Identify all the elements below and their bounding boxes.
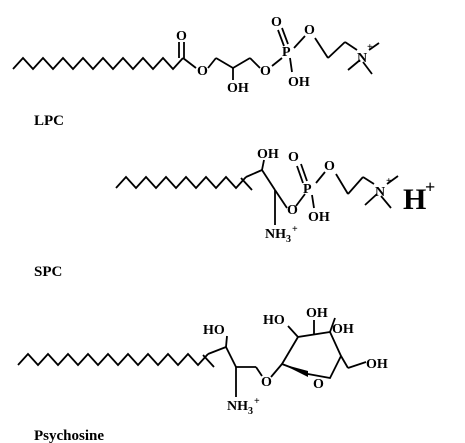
psychosine-ring-hydroxyl-1: HO [263, 313, 285, 328]
spc-phosphate-oxygen: O [287, 203, 298, 218]
psychosine-label: Psychosine [34, 428, 104, 443]
lpc-phosphoryl-oxygen: O [271, 15, 282, 30]
lpc-choline-bond-1 [314, 37, 329, 59]
proton-charge: + [425, 177, 435, 197]
spc-trans-double-bond [240, 177, 253, 191]
psychosine-ring-hydroxyl-3: OH [332, 322, 354, 337]
lpc-nitrogen-charge: + [367, 42, 373, 53]
lpc-glycerol-bond-2 [232, 57, 251, 69]
lpc-methyl-1 [368, 42, 380, 51]
lpc-methyl-3 [347, 59, 361, 71]
spc-choline-bond-2 [347, 176, 364, 195]
lpc-phosphate-oxygen: O [260, 64, 271, 79]
lpc-ester-oxygen: O [197, 64, 208, 79]
spc-p-o-double-a [296, 165, 304, 184]
lpc-structure: O O OH O P O O OH N + LPC [12, 15, 380, 129]
spc-structure: OH O P O O OH NH 3 + N + SPC [34, 147, 399, 280]
psychosine-glycosidic-oxygen: O [261, 375, 272, 390]
spc-p-oh-bond [311, 194, 315, 209]
spc-methyl-3 [364, 193, 378, 206]
psychosine-sphingoid-chain [17, 352, 209, 367]
proton: H + [403, 177, 435, 216]
spc-nitrogen-charge: + [386, 176, 392, 187]
lpc-o-p-bond [271, 57, 283, 67]
psychosine-galactose-ring [280, 331, 342, 380]
psychosine-ring-oxygen: O [313, 377, 324, 392]
lpc-label: LPC [34, 113, 64, 129]
psychosine-ch2oh-bond-1 [340, 355, 349, 369]
lpc-phosphorus: P [282, 45, 291, 60]
lpc-glycerol-bond-1 [215, 57, 234, 69]
lpc-p-oh-bond [289, 57, 293, 73]
psychosine-ring-wedge [282, 364, 308, 377]
psychosine-hydroxyl: HO [203, 323, 225, 338]
psychosine-ammonium-charge: + [254, 396, 260, 407]
lpc-choline-bond-3 [344, 41, 358, 51]
psychosine-primary-hydroxyl: OH [366, 357, 388, 372]
psychosine-ammonium: NH [227, 399, 248, 414]
spc-methyl-2 [380, 195, 392, 209]
lpc-hydroxyl: OH [227, 81, 249, 96]
lpc-ester-bond [182, 57, 197, 69]
lpc-acyl-chain [12, 56, 184, 71]
lpc-ch2-o-bond [249, 57, 261, 69]
lpc-nitrogen: N [357, 51, 367, 66]
spc-ammonium: NH [265, 227, 286, 242]
spc-c3-bond [245, 169, 263, 178]
spc-p-o-double-b [300, 163, 308, 182]
psychosine-ring-oh-bond-3 [329, 317, 336, 333]
psychosine-ch2oh-bond-2 [347, 361, 367, 369]
lpc-methyl-2 [362, 61, 373, 75]
spc-ammonium-charge: + [292, 224, 298, 235]
psychosine-ring-hydroxyl-2: OH [306, 306, 328, 321]
spc-ammonium-subscript: 3 [286, 234, 291, 245]
psychosine-trans-double-bond [202, 354, 215, 368]
lpc-p-o-double-b [281, 27, 289, 45]
psychosine-c2-bond [225, 346, 237, 368]
psychosine-ring-oh-bond-1 [287, 325, 299, 338]
lpc-choline-bond-2 [327, 41, 346, 59]
lpc-p-o-bond [293, 35, 306, 49]
lpc-phosphate-hydroxyl: OH [288, 75, 310, 90]
spc-c2-bond [261, 169, 276, 191]
lpc-bridge-oxygen: O [304, 23, 315, 38]
spc-bridge-oxygen: O [324, 159, 335, 174]
lpc-p-o-double-a [277, 29, 285, 47]
spc-phosphoryl-oxygen: O [288, 150, 299, 165]
spc-choline-bond-1 [335, 173, 349, 195]
proton-symbol: H [403, 183, 426, 216]
psychosine-glycosidic-bond [270, 363, 283, 378]
psychosine-c3-bond [207, 346, 227, 355]
spc-oh-bond [261, 159, 265, 171]
spc-p-o-bond [315, 171, 326, 184]
spc-sphingoid-chain [115, 175, 247, 190]
spc-phosphorus: P [303, 182, 312, 197]
spc-label: SPC [34, 264, 62, 280]
spc-c1-bond [274, 189, 288, 209]
psychosine-oh-bond [225, 335, 228, 348]
spc-nitrogen: N [375, 185, 385, 200]
spc-methyl-1 [386, 175, 399, 185]
spc-phosphate-hydroxyl: OH [308, 210, 330, 225]
psychosine-structure: HO HO OH OH OH O O NH 3 + Psychosine [17, 306, 388, 443]
spc-choline-bond-3 [362, 176, 375, 185]
psychosine-ch2-o-bond [255, 366, 263, 377]
spc-o-p-bond [295, 193, 306, 207]
lpc-carbonyl-oxygen: O [176, 29, 187, 44]
psychosine-ammonium-subscript: 3 [248, 406, 253, 417]
spc-hydroxyl: OH [257, 147, 279, 162]
lpc-o-c-bond [207, 57, 217, 69]
